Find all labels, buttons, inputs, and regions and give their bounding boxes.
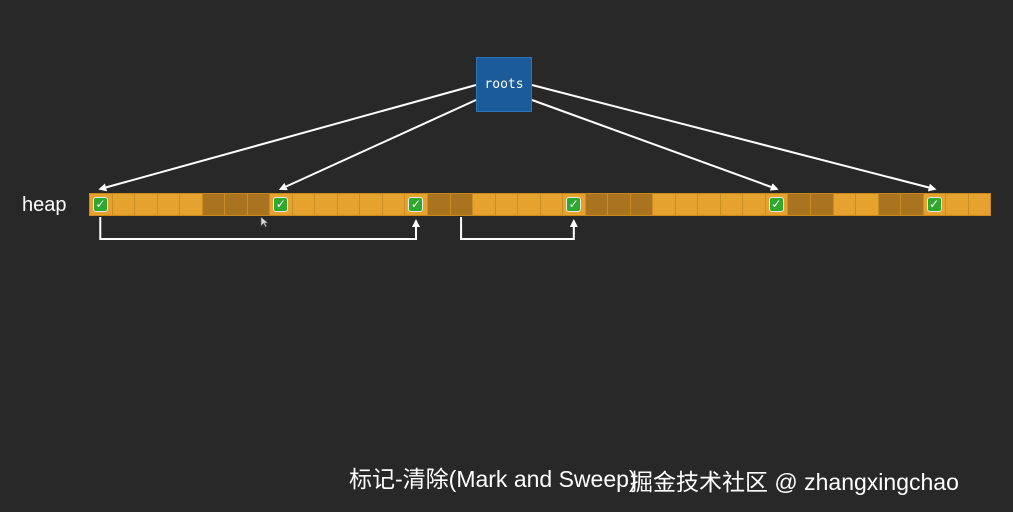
heap-cell: ✓	[765, 194, 789, 215]
heap-bar: ✓ ✓ ✓ ✓ ✓ ✓	[89, 193, 991, 216]
heap-cell	[225, 194, 248, 215]
heap-cell	[608, 194, 631, 215]
roots-label: roots	[484, 77, 524, 92]
heap-cell	[112, 194, 136, 215]
heap-cell	[901, 194, 924, 215]
check-mark-icon: ✓	[273, 197, 289, 212]
heap-cell	[135, 194, 158, 215]
heap-cell: ✓	[563, 194, 586, 215]
check-mark-icon: ✓	[926, 197, 942, 212]
heap-cell	[743, 194, 766, 215]
heap-cell	[518, 194, 541, 215]
heap-cell	[968, 194, 991, 215]
root-reference-arrow	[531, 99, 779, 191]
heap-cell	[450, 194, 474, 215]
heap-cell: ✓	[923, 194, 947, 215]
heap-cell	[202, 194, 226, 215]
roots-box: roots	[476, 57, 532, 112]
check-mark-icon: ✓	[768, 197, 784, 212]
heap-cell	[360, 194, 383, 215]
check-mark-icon: ✓	[408, 197, 424, 212]
root-reference-arrow	[531, 84, 937, 192]
heap-cell	[157, 194, 181, 215]
heap-cell	[811, 194, 834, 215]
heap-cell	[788, 194, 811, 215]
heap-cell: ✓	[270, 194, 293, 215]
object-reference-arrow	[99, 217, 420, 240]
heap-cell	[247, 194, 271, 215]
heap-cell	[675, 194, 699, 215]
diagram-caption: 标记-清除(Mark and Sweep)	[349, 466, 637, 492]
check-mark-icon: ✓	[93, 197, 108, 212]
heap-cell	[473, 194, 496, 215]
heap-cell	[427, 194, 451, 215]
root-reference-arrow	[278, 99, 477, 191]
heap-cell	[946, 194, 969, 215]
mouse-cursor-icon	[260, 216, 269, 228]
object-reference-arrow	[460, 217, 578, 240]
heap-cell	[878, 194, 902, 215]
check-mark-icon: ✓	[566, 197, 582, 212]
root-reference-arrow	[98, 84, 477, 192]
heap-cell: ✓	[90, 194, 113, 215]
heap-cell	[856, 194, 879, 215]
heap-cell	[315, 194, 338, 215]
heap-cell	[653, 194, 676, 215]
heap-cell	[495, 194, 519, 215]
heap-cell	[292, 194, 316, 215]
heap-cell	[720, 194, 744, 215]
heap-cell	[630, 194, 654, 215]
heap-cell	[180, 194, 203, 215]
watermark: 掘金技术社区 @ zhangxingchao	[630, 469, 959, 495]
heap-cell	[337, 194, 361, 215]
heap-cell	[833, 194, 857, 215]
heap-label: heap	[22, 194, 67, 216]
heap-cell	[585, 194, 609, 215]
heap-cell	[540, 194, 564, 215]
heap-cell	[382, 194, 406, 215]
heap-cell	[698, 194, 721, 215]
heap-cell: ✓	[405, 194, 428, 215]
